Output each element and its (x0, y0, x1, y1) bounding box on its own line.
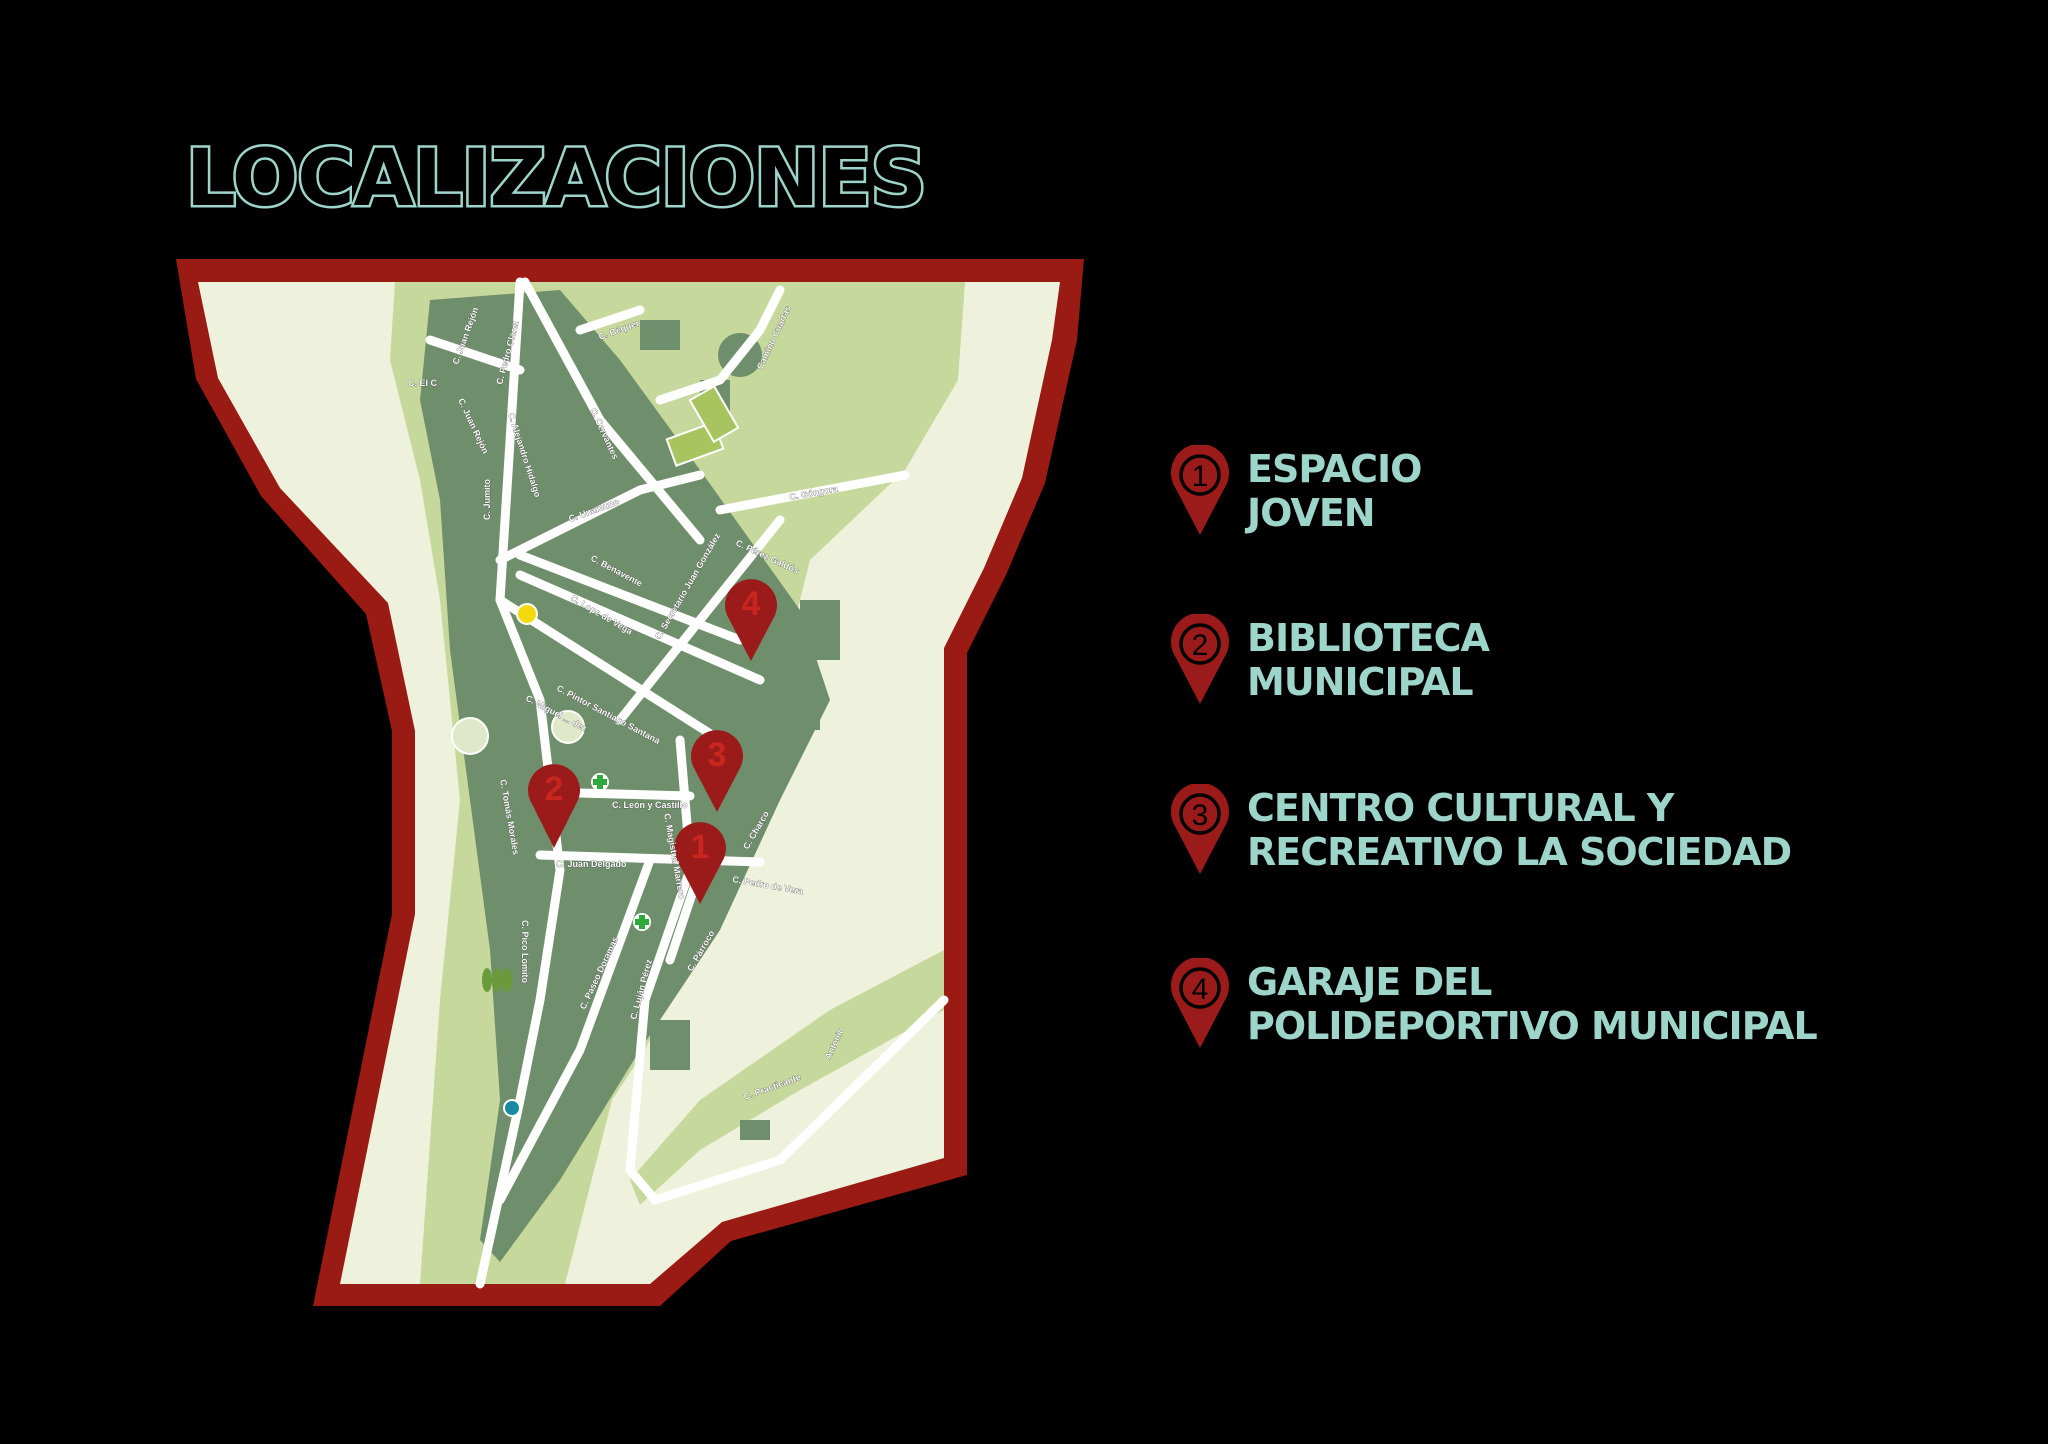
street-label: C. El C (408, 378, 438, 388)
legend-line: BIBLIOTECA (1247, 616, 1490, 660)
legend-item-biblioteca-municipal[interactable]: 2 BIBLIOTECA MUNICIPAL (1160, 614, 1960, 714)
pin-number: 4 (742, 585, 761, 623)
church-icon (451, 717, 489, 755)
legend-label: BIBLIOTECA MUNICIPAL (1247, 616, 1490, 704)
map-pin-icon (528, 764, 580, 848)
legend-line: GARAJE DEL (1247, 960, 1492, 1004)
legend-item-centro-cultural[interactable]: 3 CENTRO CULTURAL Y RECREATIVO LA SOCIED… (1160, 784, 1960, 884)
map-pin-icon: 3 (1171, 784, 1229, 874)
pin-number: 3 (708, 736, 727, 774)
legend-label: CENTRO CULTURAL Y RECREATIVO LA SOCIEDAD (1247, 786, 1792, 874)
map-pin-1[interactable]: 1 (674, 822, 726, 904)
map-pin-icon: 1 (1171, 445, 1229, 535)
legend-label: GARAJE DEL POLIDEPORTIVO MUNICIPAL (1247, 960, 1818, 1048)
map-pin-4[interactable]: 4 (725, 579, 777, 661)
football-field-icon (665, 384, 740, 467)
legend-number: 4 (1192, 973, 1209, 1006)
legend-line: JOVEN (1247, 491, 1376, 535)
map-pin-icon: 4 (1171, 958, 1229, 1048)
pin-number: 1 (691, 828, 710, 866)
poi-icons (451, 603, 651, 1117)
page-title: LOCALIZACIONES (184, 134, 930, 224)
pin-number: 2 (545, 770, 564, 808)
map-pin-icon (725, 579, 777, 661)
map-pin-2[interactable]: 2 (528, 764, 580, 848)
legend-number: 3 (1192, 799, 1209, 832)
street-label: C. Pico Lomito (520, 920, 530, 984)
legend-line: MUNICIPAL (1247, 660, 1474, 704)
map-pin-icon (691, 730, 743, 812)
legend-item-garaje-polideportivo[interactable]: 4 GARAJE DEL POLIDEPORTIVO MUNICIPAL (1160, 958, 1960, 1058)
legend-number: 2 (1192, 629, 1209, 662)
legend-line: ESPACIO (1247, 447, 1422, 491)
legend-line: CENTRO CULTURAL Y (1247, 786, 1674, 830)
roads (425, 277, 949, 1289)
legend-line: RECREATIVO LA SOCIEDAD (1247, 830, 1792, 874)
bus-stop-icon (503, 1099, 521, 1117)
town-hall-icon (551, 710, 585, 744)
map-pin-3[interactable]: 3 (691, 730, 743, 812)
legend-label: ESPACIO JOVEN (1247, 447, 1422, 535)
map-pin-icon: 2 (1171, 614, 1229, 704)
map-pins: 1 2 3 4 (528, 579, 777, 904)
legend-item-espacio-joven[interactable]: 1 ESPACIO JOVEN (1160, 445, 1960, 545)
legend-line: POLIDEPORTIVO MUNICIPAL (1247, 1004, 1818, 1048)
map-pin-icon (674, 822, 726, 904)
legend-number: 1 (1192, 460, 1209, 493)
post-office-icon (516, 603, 538, 625)
street-label: C. Jumito (482, 478, 492, 520)
pharmacy-icon (593, 775, 607, 789)
street-label: C. Juan Delgado (556, 859, 627, 869)
pharmacy-icon (635, 915, 649, 929)
tree-icon (482, 968, 512, 992)
street-label: C. León y Castillo (612, 800, 688, 810)
